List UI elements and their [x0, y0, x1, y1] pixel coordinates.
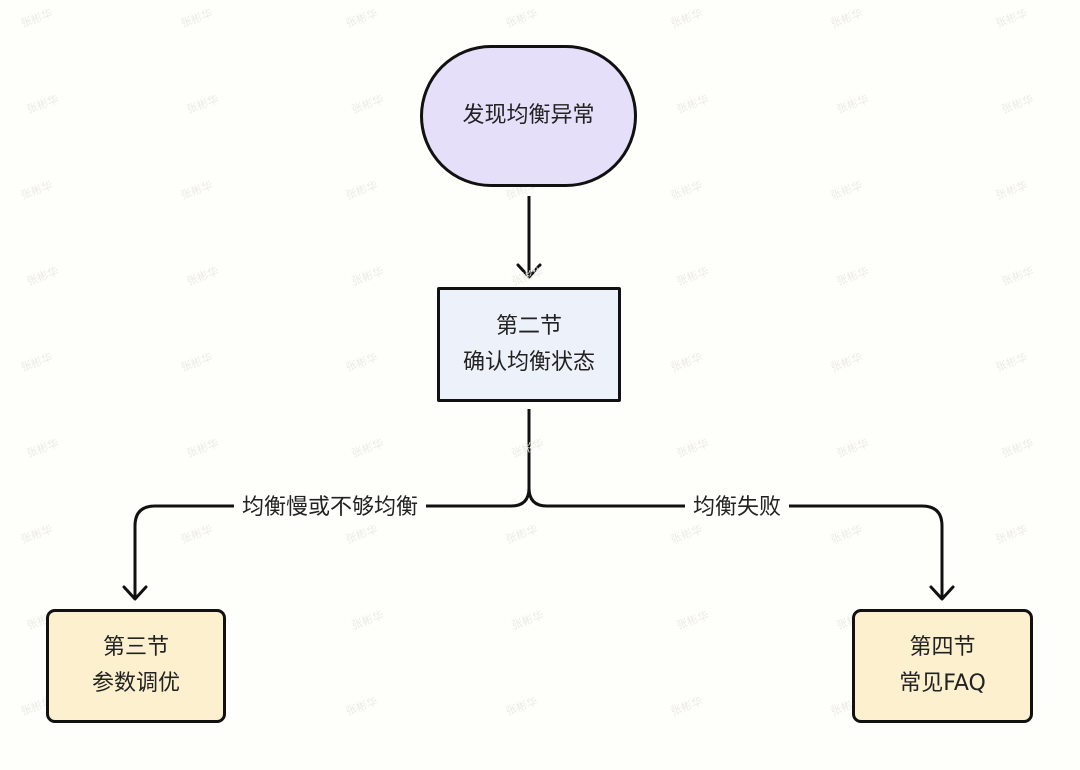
arrowhead-tune — [122, 585, 148, 601]
edge-check-to-faq — [527, 487, 944, 598]
tune-node-section: 第三节 — [102, 635, 169, 660]
end-node-parameter-tuning: 第三节 参数调优 — [46, 609, 226, 723]
arrowhead-faq — [929, 585, 955, 601]
end-node-faq: 第四节 常见FAQ — [852, 609, 1033, 723]
faq-node-section: 第四节 — [909, 635, 976, 660]
edge-label-balance-failed: 均衡失败 — [684, 493, 790, 523]
edge-label-slow-or-unbalanced: 均衡慢或不够均衡 — [233, 493, 427, 523]
start-node: 发现均衡异常 — [420, 45, 637, 187]
check-node-section: 第二节 — [495, 313, 562, 339]
arrowhead-check — [516, 263, 542, 279]
faq-node-title: 常见FAQ — [899, 671, 986, 696]
process-node-check-status: 第二节 确认均衡状态 — [437, 287, 621, 402]
start-node-label: 发现均衡异常 — [462, 103, 595, 128]
tune-node-title: 参数调优 — [91, 671, 180, 696]
check-node-title: 确认均衡状态 — [462, 349, 595, 375]
